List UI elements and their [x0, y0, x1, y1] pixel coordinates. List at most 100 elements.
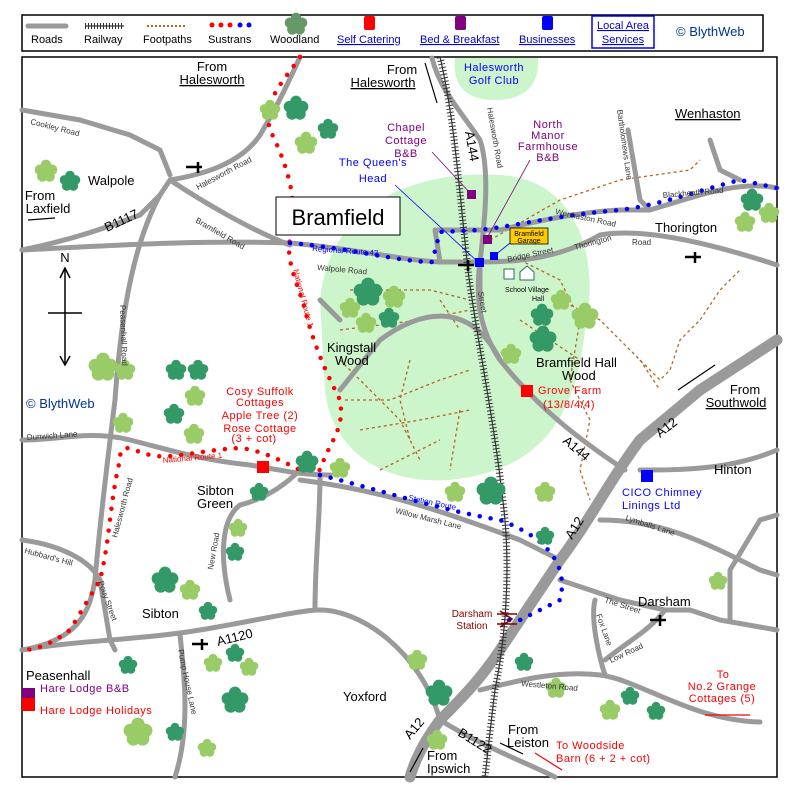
bramfield-garage-box[interactable]: [509, 227, 549, 245]
chapel-cottage-marker[interactable]: [467, 190, 476, 199]
svg-text:From: From: [25, 188, 55, 203]
tree-icon: [239, 657, 259, 676]
hare-lodge-bb-link[interactable]: Hare Lodge B&B: [40, 683, 130, 695]
blythweb-logo[interactable]: © BlythWeb: [676, 24, 745, 39]
tree-icon: [294, 131, 318, 154]
arrow-icon: [499, 742, 524, 755]
svg-text:From: From: [508, 722, 538, 737]
title-box: [275, 196, 401, 236]
church-icon: [650, 615, 666, 626]
tree-icon: [225, 643, 245, 662]
grange-cottages-link[interactable]: To: [717, 669, 730, 681]
tree-icon: [355, 312, 377, 333]
svg-text:Road: Road: [632, 238, 651, 247]
self-catering-link[interactable]: Self Catering: [337, 34, 401, 46]
church-icon: [458, 260, 474, 271]
arrow-icon: [409, 747, 424, 773]
services-line1[interactable]: Local Area: [597, 20, 650, 32]
tree-icon: [476, 476, 506, 505]
arrow-icon: [677, 364, 716, 391]
tree-icon: [599, 699, 621, 720]
queens-head-marker[interactable]: [475, 258, 484, 267]
tree-icon: [545, 677, 567, 698]
chapel-cottage-link[interactable]: Chapel: [387, 122, 425, 134]
svg-text:Rose Cottage: Rose Cottage: [223, 423, 296, 435]
church-icons: [186, 162, 701, 650]
grove-farm-marker[interactable]: [521, 385, 533, 397]
svg-text:Linings Ltd: Linings Ltd: [622, 500, 681, 512]
svg-text:Cottages (5): Cottages (5): [689, 693, 756, 705]
hare-lodge-holidays-marker[interactable]: [22, 698, 35, 711]
svg-text:From: From: [427, 748, 457, 763]
place-walpole: Walpole: [88, 173, 134, 188]
tree-icon: [284, 12, 308, 35]
tree-icon: [249, 482, 269, 501]
map-title: Bramfield: [292, 205, 385, 230]
village-hall-icon: [519, 265, 535, 281]
tree-icon: [184, 385, 206, 406]
southwold-link[interactable]: Southwold: [706, 395, 767, 410]
tree-icon: [165, 722, 185, 741]
svg-text:No.2 Grange: No.2 Grange: [688, 681, 756, 693]
legend-woodland: Woodland: [270, 34, 319, 46]
grove-farm-link[interactable]: Grove Farm: [538, 385, 602, 397]
local-area-services-button[interactable]: Local Area Services: [591, 15, 655, 49]
cico-link[interactable]: CICO Chimney: [622, 487, 702, 499]
tree-icon: [535, 526, 555, 545]
hare-lodge-bb-marker[interactable]: [22, 688, 35, 698]
tree-icon: [646, 701, 666, 720]
map-blythweb-logo[interactable]: © BlythWeb: [26, 396, 95, 411]
tree-icon: [228, 518, 248, 537]
svg-text:Hall: Hall: [532, 296, 545, 303]
svg-text:Cottage: Cottage: [385, 135, 427, 147]
direction-labels: From Halesworth From Halesworth From Lax…: [25, 59, 767, 776]
tree-icon: [708, 571, 728, 590]
legend-railway: Railway: [84, 34, 123, 46]
woodside-barn-link[interactable]: To Woodside: [556, 740, 625, 752]
svg-text:Garage: Garage: [517, 238, 540, 245]
place-darsham: Darsham: [638, 594, 691, 609]
tree-icon: [514, 652, 534, 671]
svg-text:Dunwich Lane: Dunwich Lane: [27, 429, 79, 442]
listing-labels: Chapel Cottage B&B North Manor Farmhouse…: [40, 119, 756, 765]
tree-icon: [329, 457, 351, 478]
woodland-trees: [34, 95, 780, 757]
svg-text:Walpole Road: Walpole Road: [317, 263, 368, 276]
businesses-link[interactable]: Businesses: [519, 34, 576, 46]
bed-breakfast-link[interactable]: Bed & Breakfast: [420, 34, 500, 46]
cosy-suffolk-link[interactable]: Cosy Suffolk: [226, 386, 294, 398]
north-label: N: [60, 250, 69, 265]
tree-icon: [444, 481, 466, 502]
svg-text:From: From: [730, 382, 760, 397]
golf-club-area: [454, 58, 539, 100]
svg-text:(13/8/4/4): (13/8/4/4): [543, 399, 595, 411]
services-line2[interactable]: Services: [602, 34, 645, 46]
north-manor-link[interactable]: North: [533, 119, 562, 131]
tree-icon: [259, 99, 281, 120]
tree-icon: [571, 302, 599, 329]
halesworth-link-1[interactable]: Halesworth: [179, 72, 244, 87]
svg-text:Sibton: Sibton: [197, 483, 234, 498]
queens-head-link[interactable]: The Queen's: [339, 157, 407, 169]
tree-icon: [179, 579, 201, 600]
north-manor-marker[interactable]: [483, 235, 492, 244]
tree-icon: [88, 352, 118, 381]
direction-arrows: [27, 62, 750, 773]
arrow-icon: [424, 62, 438, 104]
cosy-suffolk-marker[interactable]: [257, 461, 269, 473]
halesworth-link-2[interactable]: Halesworth: [350, 75, 415, 90]
legend-roads: Roads: [31, 34, 63, 46]
tree-icon: [406, 649, 428, 670]
tree-icon: [283, 95, 309, 120]
woodland-area: [320, 174, 590, 481]
tree-icon: [183, 423, 205, 444]
svg-text:Station: Station: [456, 621, 487, 632]
cico-marker[interactable]: [641, 470, 653, 482]
svg-text:Golf Club: Golf Club: [469, 75, 519, 87]
place-sibton: Sibton: [142, 606, 179, 621]
tree-icon: [740, 188, 764, 211]
tree-icon: [534, 481, 556, 502]
hare-lodge-holidays-link[interactable]: Hare Lodge Holidays: [40, 705, 152, 717]
place-wenhaston[interactable]: Wenhaston: [675, 106, 741, 121]
tree-icon: [378, 307, 400, 328]
